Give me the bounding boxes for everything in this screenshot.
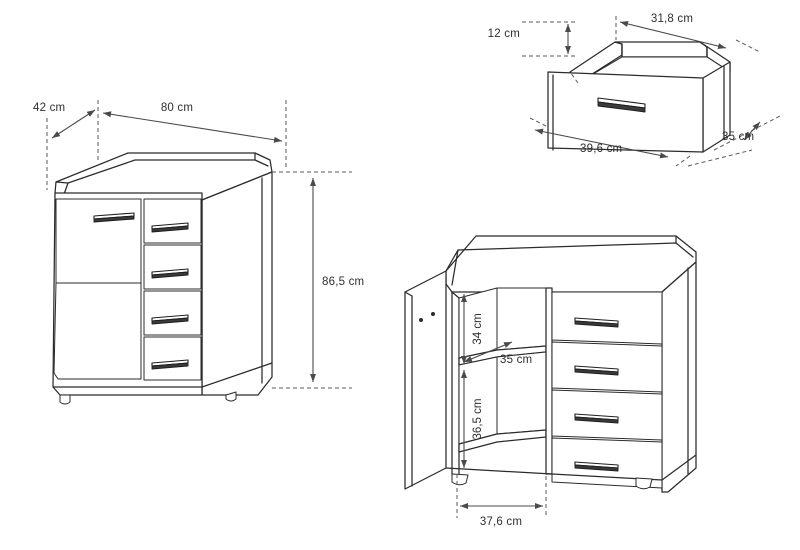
closed-cabinet-foot-right [225,391,237,402]
closed-cabinet-drawer-3 [143,290,202,336]
closed-cabinet-foot-left [59,394,71,405]
closed-cabinet-top-bevel [61,159,269,201]
dim-label-365: 36,5 cm [472,399,484,440]
open-cabinet-drawer-3 [551,389,663,441]
dim-ext-35-bottom [687,149,753,167]
view-open-cabinet: 34 cm 35 cm 36,5 cm 37,6 cm [404,235,697,528]
dim-label-12: 12 cm [488,28,520,40]
dim-line-318 [619,20,727,50]
closed-cabinet-drawer-1 [143,198,202,244]
open-cabinet-top-bevel [451,242,694,286]
closed-cabinet-door-handle [93,212,135,223]
dim-line-depth-42 [51,109,96,139]
open-cabinet-plinth-line [445,454,697,481]
view-closed-cabinet: 42 cm 80 cm 86,5 cm [33,100,364,405]
open-cabinet-drawer-1 [551,291,663,345]
open-cabinet-center-divider [545,287,553,475]
drawer-hidden-edge [569,71,579,84]
dim-label-width-80: 80 cm [161,102,193,114]
open-cabinet-hinge-hole-2 [431,312,435,316]
closed-cabinet-drawer-2 [143,244,202,290]
closed-cabinet-drawer-4 [143,336,202,381]
open-cabinet-foot-left [451,473,469,486]
open-cabinet-door-top-edge [404,291,413,297]
dim-label-depth-42: 42 cm [33,102,65,114]
open-cabinet-interior-back-upper-right [496,287,547,351]
open-cabinet-drawer-handle-1 [574,317,619,328]
drawer-front-panel [547,71,704,153]
open-cabinet-door-panel [404,270,447,490]
dim-label-376: 37,6 cm [480,516,522,528]
closed-cabinet-drawer-handle-4 [151,359,189,370]
closed-cabinet-drawer-handle-2 [151,268,189,279]
open-cabinet-top-left-edge [445,249,459,272]
dim-line-35-drawer [743,121,761,141]
open-cabinet-drawer-handle-3 [574,413,619,424]
dim-ext-396-right [675,155,691,167]
dim-label-34: 34 cm [472,313,484,344]
closed-cabinet-door-upper [55,198,142,284]
closed-cabinet-drawer-handle-3 [151,314,189,325]
open-cabinet-interior-left-wall [451,291,460,481]
dim-label-318: 31,8 cm [651,13,693,25]
dim-label-35-shelf: 35 cm [500,354,532,366]
dim-line-396 [534,128,669,159]
open-cabinet-right-side [661,261,697,493]
closed-cabinet-door-lower [53,282,142,380]
open-cabinet-drawer-2 [551,341,663,393]
dim-ext-396-left [529,117,547,127]
dim-ext-318-right [735,39,761,53]
closed-cabinet-drawer-handle-1 [151,222,189,233]
dim-line-35-shelf [463,341,513,363]
drawer-detail-handle [597,97,646,113]
open-cabinet-hinge-hole-1 [419,318,423,322]
closed-cabinet-top-edge-left [55,181,69,184]
dim-label-height-865: 86,5 cm [322,276,364,288]
closed-cabinet-plinth-line [52,362,273,388]
dim-line-width-80 [102,111,283,143]
open-cabinet-drawer-handle-4 [574,461,619,472]
dim-label-396: 39,6 cm [580,143,622,155]
drawer-back-wall-top [614,41,708,58]
open-cabinet-top-surface [445,235,697,293]
dim-label-35-drawer: 35 cm [722,131,754,143]
open-cabinet-drawer-handle-2 [574,365,619,376]
open-cabinet-foot-right [635,477,653,490]
view-drawer-detail: 12 cm 31,8 cm 39,6 cm 35 cm [488,13,781,167]
